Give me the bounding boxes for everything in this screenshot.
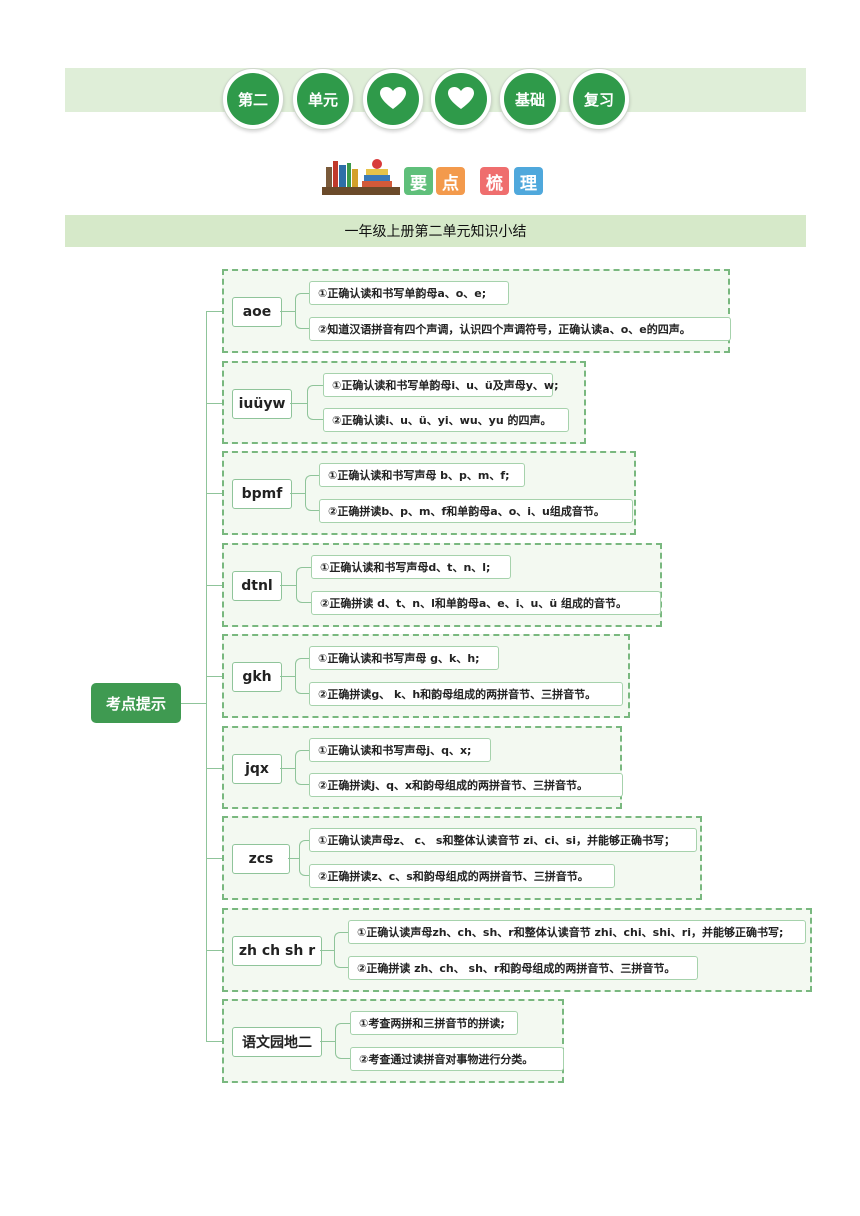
circle-label: 基础 [504, 73, 556, 125]
tree-trunk [206, 312, 207, 1042]
topic-item: ②正确拼读 zh、ch、 sh、r和韵母组成的两拼音节、三拼音节。 [348, 956, 698, 980]
branch-connector [206, 1041, 222, 1042]
topic-group: jqx ①正确认读和书写声母j、q、x; ②正确拼读j、q、x和韵母组成的两拼音节、… [222, 726, 623, 809]
circle-badge: 复习 [568, 68, 630, 130]
topic-node: zh ch sh r [232, 936, 322, 966]
books-icon [322, 159, 400, 195]
topic-item: ②正确拼读j、q、x和韵母组成的两拼音节、三拼音节。 [309, 773, 623, 797]
circle-label: 单元 [297, 73, 349, 125]
root-node: 考点提示 [91, 683, 181, 723]
branch-connector [206, 493, 222, 494]
summary-heading: 要 点 梳 理 [322, 157, 552, 197]
topic-item: ①正确认读和书写声母 g、k、h; [309, 646, 499, 670]
topic-item: ②知道汉语拼音有四个声调，认识四个声调符号，正确认读a、o、e的四声。 [309, 317, 731, 341]
tile-char: 要 [410, 173, 427, 194]
topic-node: bpmf [232, 479, 292, 509]
bracket-connector [334, 932, 348, 968]
title-bar: 一年级上册第二单元知识小结 [65, 215, 806, 247]
topic-item: ①正确认读和书写单韵母a、o、e; [309, 281, 509, 305]
topic-node: jqx [232, 753, 282, 784]
tile-char: 理 [520, 173, 537, 194]
topic-node: 语文园地二 [232, 1027, 322, 1057]
topic-group: zh ch sh r ①正确认读声母zh、ch、sh、r和整体认读音节 zhi、c… [222, 908, 812, 992]
topic-item: ①正确认读声母z、 c、 s和整体认读音节 zi、ci、si，并能够正确书写； [309, 828, 697, 852]
bracket-connector [294, 293, 309, 329]
topic-item: ①正确认读和书写声母d、t、n、l; [311, 555, 511, 579]
branch-connector [206, 858, 222, 859]
root-label: 考点提示 [105, 694, 166, 713]
topic-group: zcs ①正确认读声母z、 c、 s和整体认读音节 zi、ci、si，并能够正确书… [222, 816, 702, 900]
topic-group: aoe ①正确认读和书写单韵母a、o、e; ②知道汉语拼音有四个声调，认识四个声调符… [222, 269, 731, 353]
topic-node: aoe [232, 297, 282, 327]
topic-group: 语文园地二 ①考查两拼和三拼音节的拼读; ②考查通过读拼音对事物进行分类。 [222, 999, 564, 1083]
bracket-connector [335, 1023, 350, 1059]
page-title: 一年级上册第二单元知识小结 [344, 224, 527, 240]
topic-item: ①正确认读声母zh、ch、sh、r和整体认读音节 zhi、chi、shi、ri，… [348, 920, 806, 944]
topic-item: ②正确拼读 d、t、n、l和单韵母a、e、i、u、ü 组成的音节。 [311, 591, 661, 615]
topic-node: iuüyw [232, 388, 292, 419]
topic-node: dtnl [232, 571, 282, 601]
bracket-connector [294, 658, 309, 694]
topic-item: ①考查两拼和三拼音节的拼读; [350, 1011, 518, 1035]
circle-label: 复习 [573, 73, 625, 125]
topic-group: dtnl ①正确认读和书写声母d、t、n、l; ②正确拼读 d、t、n、l和单韵母a… [222, 543, 662, 627]
topic-item: ②正确认读i、u、ü、yi、wu、yu 的四声。 [323, 408, 569, 432]
topic-group: bpmf ①正确认读和书写声母 b、p、m、f; ②正确拼读b、p、m、f和单韵母a… [222, 451, 636, 535]
bracket-connector [298, 840, 309, 876]
circle-badge [430, 68, 492, 130]
node-connector [320, 950, 334, 951]
node-connector [280, 585, 296, 586]
circle-badge: 第二 [222, 68, 284, 130]
bracket-connector [306, 385, 323, 420]
circle-badge: 单元 [292, 68, 354, 130]
topic-node: zcs [232, 844, 290, 874]
topic-item: ①正确认读和书写单韵母i、u、ü及声母y、w; [323, 373, 558, 397]
topic-node: gkh [232, 662, 282, 692]
topic-item: ②考查通过读拼音对事物进行分类。 [350, 1047, 564, 1071]
summary-tile: 理 [514, 167, 543, 195]
node-connector [290, 493, 305, 494]
topic-item: ①正确认读和书写声母j、q、x; [309, 738, 491, 762]
node-connector [280, 767, 295, 769]
branch-connector [206, 311, 222, 312]
bracket-connector [304, 475, 319, 511]
topic-item: ①正确认读和书写声母 b、p、m、f; [319, 463, 525, 487]
branch-connector [206, 767, 222, 769]
branch-connector [206, 402, 222, 404]
node-connector [280, 676, 295, 677]
branch-connector [206, 585, 222, 586]
topic-item: ②正确拼读b、p、m、f和单韵母a、o、i、u组成音节。 [319, 499, 633, 523]
heart-icon [435, 73, 487, 125]
tile-char: 点 [442, 173, 459, 194]
topic-item: ②正确拼读g、 k、h和韵母组成的两拼音节、三拼音节。 [309, 682, 623, 706]
tile-char: 梳 [486, 173, 503, 194]
node-connector [280, 311, 295, 312]
topic-group: iuüyw ①正确认读和书写单韵母i、u、ü及声母y、w; ②正确认读i、u、ü、y… [222, 361, 586, 444]
branch-connector [206, 950, 222, 951]
heart-icon [367, 73, 419, 125]
bracket-connector [294, 750, 309, 785]
topic-group: gkh ①正确认读和书写声母 g、k、h; ②正确拼读g、 k、h和韵母组成的两拼音… [222, 634, 630, 718]
summary-tile: 梳 [480, 167, 509, 195]
node-connector [288, 858, 299, 859]
circle-badge: 基础 [499, 68, 561, 130]
circle-label: 第二 [227, 73, 279, 125]
topic-item: ②正确拼读z、c、s和韵母组成的两拼音节、三拼音节。 [309, 864, 615, 888]
bracket-connector [295, 567, 311, 603]
node-connector [290, 402, 307, 404]
summary-tile: 要 [404, 167, 433, 195]
root-connector [181, 703, 206, 704]
node-connector [320, 1041, 335, 1042]
branch-connector [206, 676, 222, 677]
summary-tile: 点 [436, 167, 465, 195]
circle-badge [362, 68, 424, 130]
